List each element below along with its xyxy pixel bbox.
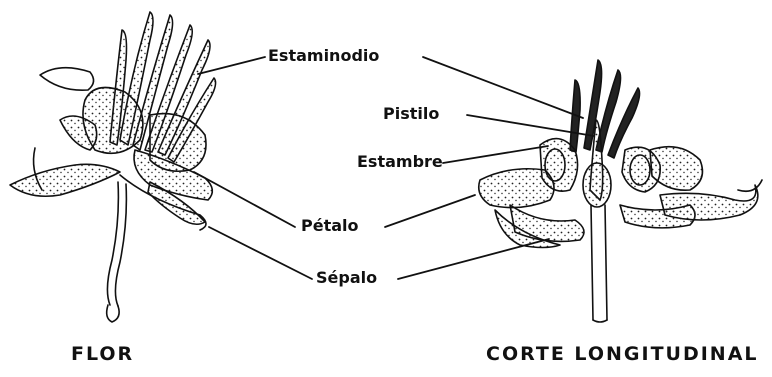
caption-corte-longitudinal: CORTE LONGITUDINAL <box>486 345 759 364</box>
label-sepalo: Sépalo <box>316 270 377 286</box>
section-stem <box>591 205 607 322</box>
estambre-leader <box>443 146 548 163</box>
caption-flor: FLOR <box>71 345 134 364</box>
estaminodio-leader-left <box>198 57 265 74</box>
petalo-leader-right <box>385 195 475 227</box>
flower-illustration <box>10 12 216 322</box>
sepalo-leader-left <box>209 227 312 279</box>
label-estaminodio: Estaminodio <box>268 48 379 64</box>
sepalo-leader-right <box>398 239 549 279</box>
label-pistilo: Pistilo <box>383 106 439 122</box>
longitudinal-section-illustration <box>479 60 762 322</box>
label-petalo: Pétalo <box>301 218 359 234</box>
section-staminodes <box>570 60 640 158</box>
estaminodio-leader-right <box>423 57 583 118</box>
label-estambre: Estambre <box>357 154 443 170</box>
flower-stem <box>107 182 127 322</box>
